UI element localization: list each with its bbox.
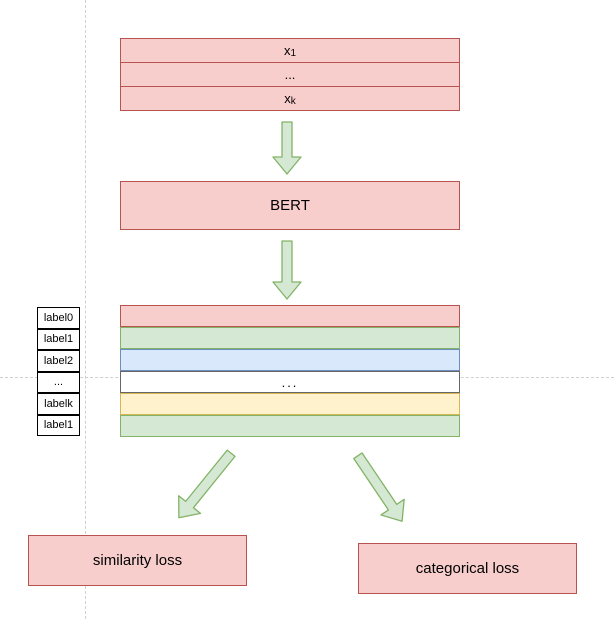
diagonal-arrow-right-icon (353, 452, 405, 522)
label-cell: labelk (37, 393, 80, 415)
embedding-row (120, 393, 460, 415)
diagonal-arrow-left-icon (178, 449, 236, 519)
down-arrow-shape (353, 452, 405, 522)
label-cell: label2 (37, 350, 80, 372)
categorical-loss-label: categorical loss (415, 560, 520, 577)
bert-label: BERT (270, 197, 310, 214)
token-base: x (283, 43, 291, 58)
embedding-row-ellipsis: ... (120, 371, 460, 393)
bert-box: BERT (120, 181, 460, 230)
embedding-row (120, 415, 460, 437)
embedding-row (120, 327, 460, 349)
token-subscript: k (290, 96, 296, 107)
input-token-ellipsis: ... (121, 62, 459, 86)
embedding-row (120, 349, 460, 371)
label-cell: label0 (37, 307, 80, 329)
label-cell: label1 (37, 328, 80, 350)
categorical-loss-box: categorical loss (358, 543, 577, 594)
label-column: label0 label1 label2 ... labelk label1 (37, 307, 80, 436)
token-base: x (284, 91, 291, 106)
down-arrow-shape (272, 121, 302, 175)
token-base: ... (284, 67, 296, 82)
token-subscript: 1 (290, 48, 297, 59)
label-cell: label1 (37, 414, 80, 436)
down-arrow-icon (272, 121, 302, 175)
similarity-loss-box: similarity loss (28, 535, 247, 586)
label-cell: ... (37, 371, 80, 393)
down-arrow-shape (178, 449, 236, 519)
down-arrow-shape (272, 240, 302, 300)
embedding-row (120, 305, 460, 327)
page-guide-vertical (85, 0, 86, 619)
down-arrow-icon (272, 240, 302, 300)
similarity-loss-label: similarity loss (92, 552, 183, 569)
embedding-stack: ... (120, 305, 460, 437)
